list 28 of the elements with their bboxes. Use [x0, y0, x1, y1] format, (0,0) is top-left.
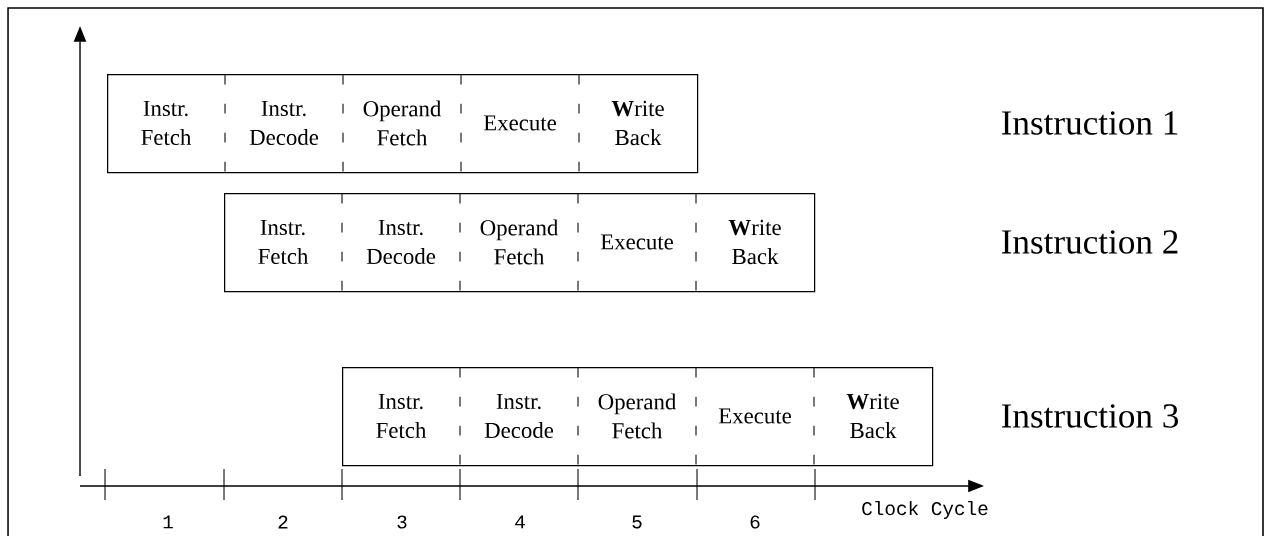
tick-label: 6 — [750, 515, 760, 529]
stage-label: Execute — [600, 234, 673, 250]
stage-label: Write Back — [728, 219, 781, 265]
stage-label: Operand Fetch — [598, 393, 677, 439]
row-label: Instruction 2 — [1001, 230, 1178, 254]
tick-label: 1 — [163, 515, 173, 529]
stage-label: Operand Fetch — [480, 219, 559, 265]
tick-label: 2 — [278, 515, 288, 529]
tick-label: 4 — [515, 515, 525, 529]
row-box — [342, 367, 934, 467]
row-label: Instruction 3 — [1001, 404, 1178, 428]
stage-label: Instr. Fetch — [376, 393, 427, 439]
tick-label: 3 — [397, 515, 407, 529]
stage-label: Instr. Decode — [484, 393, 554, 439]
row-box — [107, 74, 699, 174]
tick-label: 5 — [632, 515, 642, 529]
stage-label: Write Back — [611, 100, 664, 146]
axis-title: Clock Cycle — [862, 501, 988, 519]
stage-label: Execute — [718, 408, 791, 424]
stage-label: Write Back — [846, 393, 899, 439]
row-box — [224, 193, 816, 293]
stage-label: Execute — [483, 115, 556, 131]
stage-label: Instr. Fetch — [141, 100, 192, 146]
stage-label: Instr. Fetch — [258, 219, 309, 265]
stage-label: Instr. Decode — [366, 219, 436, 265]
stage-label: Operand Fetch — [363, 100, 442, 146]
stage-label: Instr. Decode — [249, 100, 319, 146]
row-label: Instruction 1 — [1001, 111, 1178, 135]
